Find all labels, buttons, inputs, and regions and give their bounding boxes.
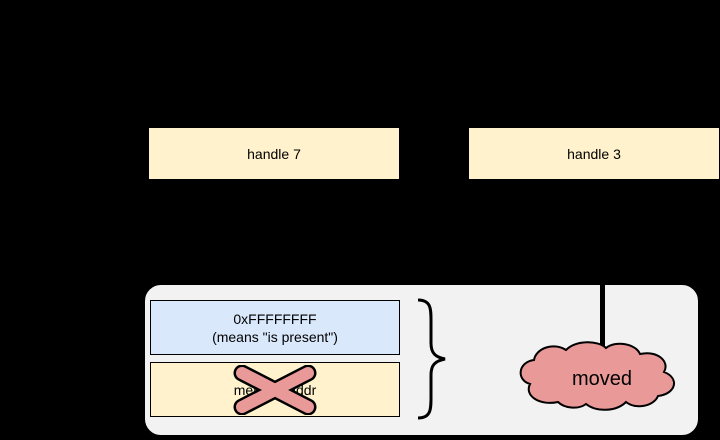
present-flag-meaning: (means "is present") bbox=[212, 328, 338, 345]
memory-addr-box: memory addr bbox=[150, 362, 400, 417]
moved-cloud: moved bbox=[512, 340, 692, 414]
cross-out-icon bbox=[233, 364, 317, 415]
handle-3-label: handle 3 bbox=[567, 145, 621, 162]
handle-7-box: handle 7 bbox=[148, 127, 400, 180]
present-flag-value: 0xFFFFFFFF bbox=[233, 310, 317, 327]
curly-brace-icon bbox=[417, 298, 446, 420]
cloud-icon bbox=[519, 341, 675, 411]
handle-7-label: handle 7 bbox=[247, 145, 301, 162]
moved-label: moved bbox=[571, 367, 633, 390]
handle-3-box: handle 3 bbox=[468, 127, 720, 180]
pointer-line bbox=[600, 285, 605, 347]
present-flag-box: 0xFFFFFFFF (means "is present") bbox=[150, 300, 400, 355]
